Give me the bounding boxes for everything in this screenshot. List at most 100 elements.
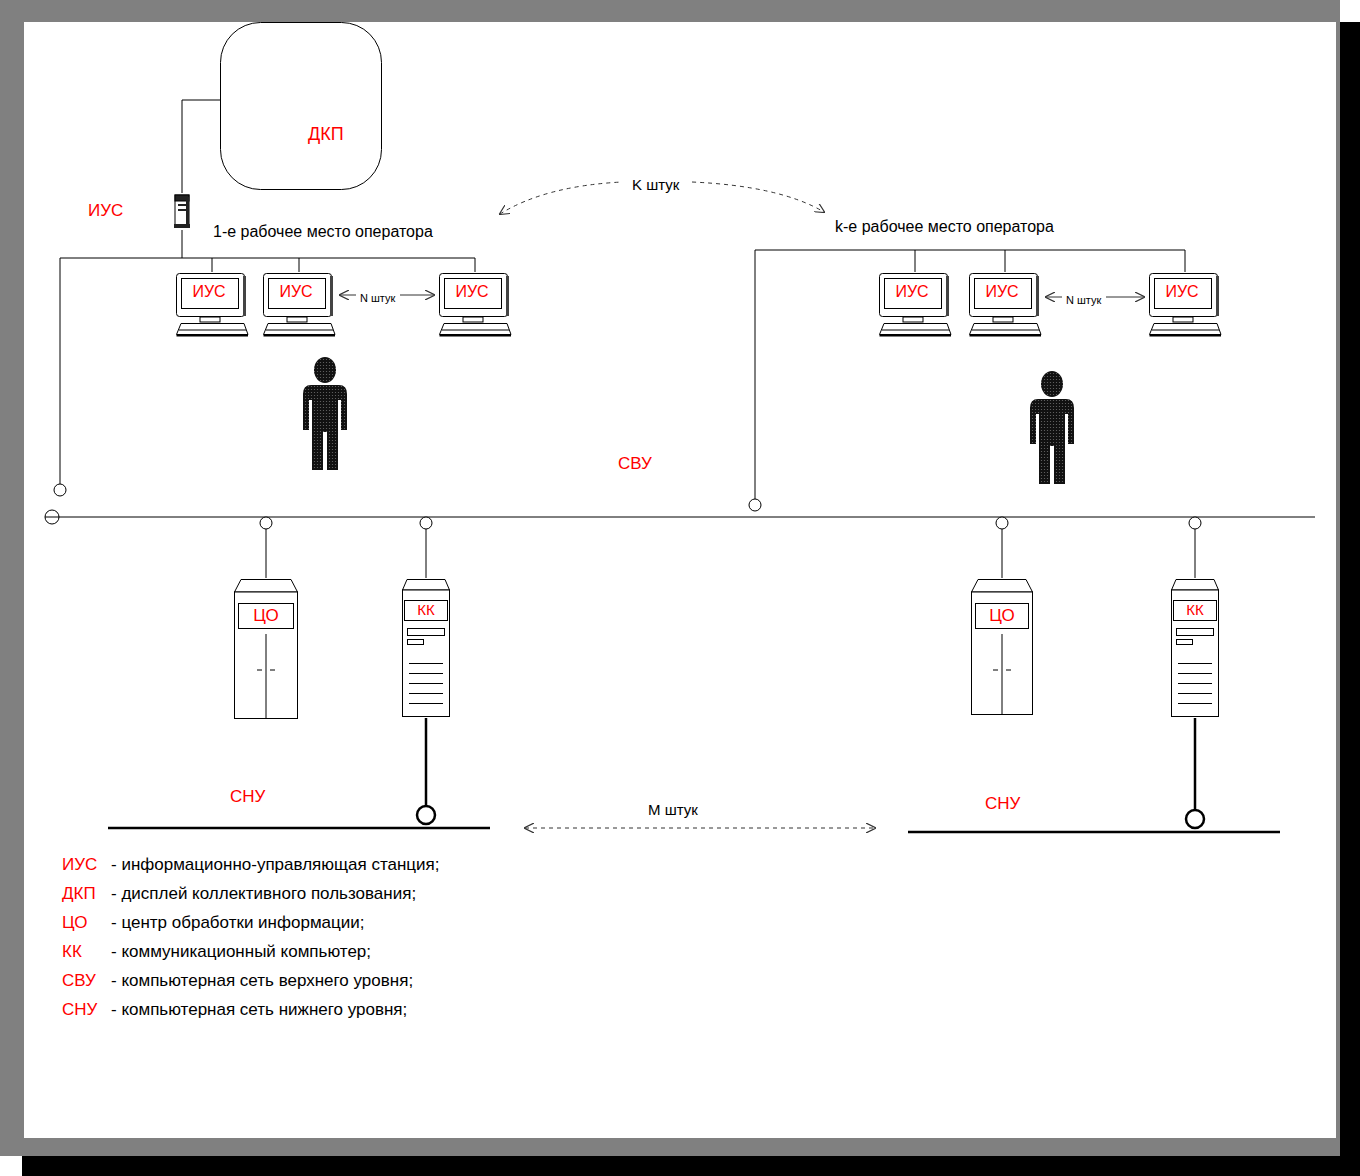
outline-part bbox=[178, 209, 186, 211]
outline-part bbox=[178, 204, 186, 206]
monitor-outline bbox=[438, 272, 512, 338]
outline-part bbox=[403, 580, 450, 591]
n-count-arrows bbox=[1106, 297, 1144, 298]
legend-row: КК- коммуникационный компьютер; bbox=[62, 942, 371, 962]
outline-part bbox=[903, 317, 923, 322]
node-label: ИУС bbox=[895, 283, 928, 301]
n-count-arrows bbox=[1046, 297, 1062, 298]
network-wires bbox=[915, 250, 916, 272]
count-arrows bbox=[500, 182, 622, 214]
outline-part bbox=[186, 197, 189, 227]
lower-networks bbox=[417, 806, 435, 824]
outline-part bbox=[409, 703, 443, 704]
outline-part bbox=[1216, 276, 1219, 316]
label-holder: 1-е рабочее место оператора bbox=[213, 223, 433, 241]
label-holder: K штук bbox=[632, 176, 679, 194]
outline-part bbox=[243, 276, 246, 316]
legend-text: - информационно-управляющая станция; bbox=[111, 855, 440, 875]
operator-figure bbox=[303, 357, 347, 470]
network-name: СНУ bbox=[985, 794, 1020, 814]
legend-text: - коммуникационный компьютер; bbox=[111, 942, 371, 962]
operator-figure bbox=[303, 385, 347, 470]
legend-row: ДКП- дисплей коллективного пользования; bbox=[62, 884, 416, 904]
count-note: N штук bbox=[1066, 294, 1101, 307]
network-wires bbox=[212, 258, 213, 272]
label-holder: N штук bbox=[360, 288, 395, 306]
outline-part bbox=[1173, 317, 1193, 322]
outline-part bbox=[1006, 670, 1011, 671]
count-arrows bbox=[500, 182, 875, 828]
outline-part bbox=[409, 693, 443, 694]
outline-part bbox=[177, 335, 249, 337]
node-label: КК bbox=[417, 601, 434, 618]
node-label: ИУС bbox=[279, 283, 312, 301]
outline-part bbox=[200, 317, 220, 322]
network-wires bbox=[1189, 517, 1201, 529]
outline-part bbox=[880, 324, 952, 335]
lower-networks bbox=[1194, 718, 1197, 810]
communication-computer: КК bbox=[1170, 578, 1220, 718]
outline-part bbox=[972, 580, 1033, 593]
outline-part bbox=[182, 279, 239, 309]
connector-line bbox=[182, 100, 220, 193]
outline-part bbox=[269, 279, 326, 309]
lower-networks bbox=[108, 827, 490, 830]
workstation-monitor: ИУС bbox=[438, 272, 512, 338]
outline-part bbox=[880, 335, 952, 337]
operator-figure bbox=[314, 357, 336, 383]
outline-part bbox=[266, 634, 267, 719]
legend-key: ИУС bbox=[62, 855, 106, 875]
legend-text: - дисплей коллективного пользования; bbox=[111, 884, 416, 904]
lower-networks bbox=[425, 718, 428, 806]
n-count-arrows bbox=[340, 295, 356, 296]
lower-networks bbox=[908, 831, 1280, 834]
count-note: N штук bbox=[360, 292, 395, 305]
outline-part bbox=[440, 335, 512, 337]
outline-part bbox=[1172, 580, 1219, 591]
outline-part bbox=[409, 683, 443, 684]
outline-part bbox=[1150, 274, 1218, 317]
outline-part bbox=[408, 629, 445, 636]
network-wires bbox=[1005, 250, 1006, 272]
outline-part bbox=[993, 670, 998, 671]
network-wires bbox=[45, 230, 1315, 578]
workplace-title: k-е рабочее место оператора bbox=[835, 218, 1054, 236]
lower-networks bbox=[108, 718, 1280, 832]
outline-part bbox=[975, 279, 1032, 309]
monitor-outline bbox=[878, 272, 952, 338]
node-label: ИУС bbox=[88, 201, 123, 221]
node-label: ЦО bbox=[989, 606, 1014, 626]
node-label: ИУС bbox=[455, 283, 488, 301]
legend-key: СНУ bbox=[62, 1000, 106, 1020]
network-wires bbox=[749, 499, 761, 511]
outline-part bbox=[1178, 703, 1212, 704]
outline-part bbox=[1178, 693, 1212, 694]
workstation-monitor: ИУС bbox=[175, 272, 249, 338]
outline-part bbox=[970, 274, 1038, 317]
network-name: СВУ bbox=[618, 454, 652, 474]
legend-key: СВУ bbox=[62, 971, 106, 991]
outline-part bbox=[177, 274, 245, 317]
monitor-outline bbox=[1148, 272, 1222, 338]
legend-row: ИУС- информационно-управляющая станция; bbox=[62, 855, 440, 875]
outline-part bbox=[1178, 663, 1212, 664]
outline-part bbox=[1155, 279, 1212, 309]
label-holder: СНУ bbox=[985, 794, 1020, 814]
outline-part bbox=[408, 640, 424, 645]
label-holder: N штук bbox=[1066, 290, 1101, 308]
network-wires bbox=[996, 517, 1008, 529]
label-holder: СВУ bbox=[618, 454, 652, 474]
outline-part bbox=[409, 673, 443, 674]
outline-part bbox=[330, 276, 333, 316]
network-wires bbox=[755, 250, 1185, 499]
outline-part bbox=[264, 324, 336, 335]
panel-outline bbox=[220, 22, 382, 190]
outline-part bbox=[266, 330, 333, 331]
outline-part bbox=[1174, 601, 1217, 621]
outline-part bbox=[440, 324, 512, 335]
count-note: K штук bbox=[632, 176, 679, 193]
outline-part bbox=[270, 670, 275, 671]
network-wires bbox=[260, 517, 272, 529]
outline-part bbox=[993, 317, 1013, 322]
outline-part bbox=[409, 663, 443, 664]
